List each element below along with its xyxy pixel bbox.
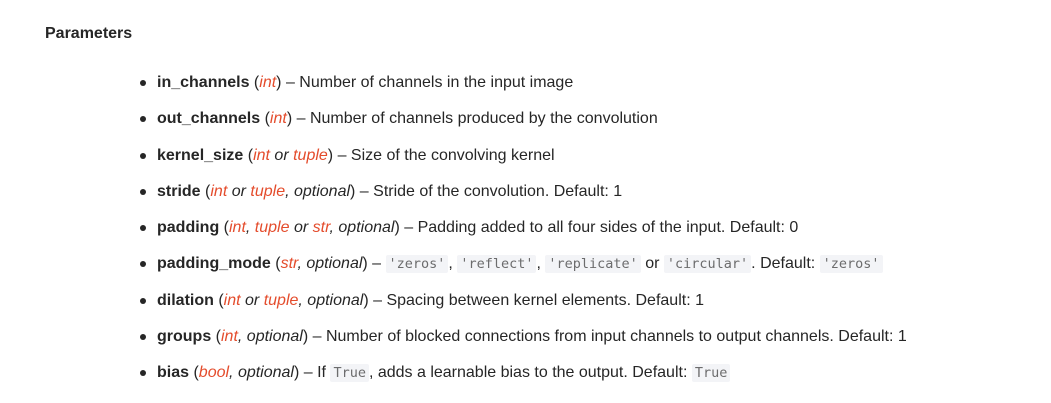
- param-name: out_channels: [157, 110, 261, 128]
- type-link-int[interactable]: int: [223, 291, 241, 309]
- type-close: ): [362, 255, 368, 273]
- type-optional: , optional: [285, 182, 351, 200]
- bullet-icon: [140, 261, 146, 268]
- type-link-int[interactable]: int: [229, 219, 246, 236]
- parameter-list: in_channels (int) – Number of channels i…: [140, 70, 1037, 396]
- type-link-tuple[interactable]: tuple: [293, 146, 328, 164]
- param-name: groups: [157, 327, 212, 345]
- param-name: in_channels: [157, 74, 250, 91]
- type-link-int[interactable]: int: [253, 146, 270, 164]
- param-name: stride: [157, 182, 201, 200]
- type-link-bool[interactable]: bool: [198, 364, 230, 381]
- description-prefix: – If: [299, 364, 331, 381]
- bullet-icon: [140, 297, 146, 304]
- param-item-out-channels: out_channels (int) – Number of channels …: [140, 106, 1037, 142]
- param-name: kernel_size: [157, 146, 244, 164]
- text-separator: , adds a learnable bias to the output. D…: [368, 364, 692, 381]
- type-open: (: [200, 182, 211, 200]
- param-name: padding_mode: [157, 255, 271, 273]
- type-close: ): [286, 110, 293, 128]
- type-open: (: [270, 255, 281, 273]
- default-label: . Default:: [751, 255, 820, 273]
- param-item-stride: stride (int or tuple, optional) – Stride…: [140, 179, 1037, 215]
- type-optional: , optional: [237, 327, 303, 345]
- bullet-icon: [140, 80, 146, 86]
- bullet-icon: [140, 370, 146, 376]
- parameters-heading: Parameters: [45, 25, 133, 42]
- type-open: (: [219, 219, 229, 236]
- text-separator: or: [640, 255, 664, 273]
- param-description: – Padding added to all four sides of the…: [399, 219, 799, 236]
- bullet-icon: [140, 152, 146, 159]
- type-open: (: [189, 364, 199, 381]
- text-separator: ,: [448, 255, 458, 273]
- param-name: bias: [157, 364, 190, 381]
- param-item-padding-mode: padding_mode (str, optional) – 'zeros', …: [140, 251, 1037, 287]
- type-link-int[interactable]: int: [269, 110, 287, 128]
- param-description: – Stride of the convolution. Default: 1: [355, 182, 623, 200]
- type-close: ): [327, 146, 334, 164]
- code-literal-replicate: 'replicate': [545, 255, 641, 274]
- description-prefix: –: [367, 255, 386, 273]
- param-description: – Number of blocked connections from inp…: [308, 327, 907, 345]
- param-name: padding: [157, 219, 220, 236]
- param-description: – Number of channels in the input image: [281, 74, 574, 91]
- param-description: – Spacing between kernel elements. Defau…: [368, 291, 704, 309]
- bullet-icon: [140, 116, 146, 123]
- type-close: ): [363, 291, 369, 309]
- type-open: (: [243, 146, 254, 164]
- bullet-icon: [140, 225, 146, 231]
- type-close: ): [293, 364, 300, 381]
- type-link-int[interactable]: int: [221, 327, 238, 345]
- bullet-icon: [140, 333, 146, 340]
- param-item-kernel-size: kernel_size (int or tuple) – Size of the…: [140, 143, 1037, 179]
- type-separator: or: [269, 146, 294, 164]
- code-literal-circular: 'circular': [663, 255, 752, 274]
- type-close: ): [302, 327, 309, 345]
- code-literal-default: True: [691, 364, 731, 382]
- param-item-bias: bias (bool, optional) – If True, adds a …: [140, 360, 1037, 396]
- type-optional: , optional: [298, 291, 364, 309]
- param-description: – Size of the convolving kernel: [333, 146, 555, 164]
- type-link-tuple[interactable]: tuple: [250, 182, 286, 200]
- type-optional: , optional: [229, 364, 294, 381]
- bullet-icon: [140, 188, 146, 195]
- type-open: (: [213, 291, 224, 309]
- type-open: (: [249, 74, 260, 91]
- type-separator: ,: [245, 219, 255, 236]
- type-close: ): [350, 182, 356, 200]
- param-description: – Number of channels produced by the con…: [292, 110, 658, 128]
- type-open: (: [211, 327, 221, 345]
- code-literal-zeros: 'zeros': [385, 255, 449, 274]
- code-literal-default: 'zeros': [819, 255, 883, 274]
- param-item-in-channels: in_channels (int) – Number of channels i…: [140, 70, 1037, 106]
- type-link-int[interactable]: int: [210, 182, 228, 200]
- type-link-str[interactable]: str: [280, 255, 298, 273]
- code-literal-reflect: 'reflect': [457, 255, 537, 274]
- type-link-str[interactable]: str: [312, 219, 330, 236]
- code-literal-true: True: [330, 364, 369, 382]
- type-link-tuple[interactable]: tuple: [254, 219, 290, 236]
- type-separator: or: [240, 291, 264, 309]
- type-link-tuple[interactable]: tuple: [263, 291, 299, 309]
- type-link-int[interactable]: int: [259, 74, 277, 91]
- param-item-padding: padding (int, tuple or str, optional) – …: [140, 215, 1037, 251]
- param-item-groups: groups (int, optional) – Number of block…: [140, 324, 1037, 360]
- type-close: ): [276, 74, 282, 91]
- text-separator: ,: [536, 255, 546, 273]
- type-optional: , optional: [329, 219, 395, 236]
- type-open: (: [260, 110, 270, 128]
- type-separator: or: [289, 219, 313, 236]
- type-separator: or: [227, 182, 251, 200]
- type-optional: , optional: [297, 255, 363, 273]
- param-item-dilation: dilation (int or tuple, optional) – Spac…: [140, 288, 1037, 324]
- param-name: dilation: [157, 291, 214, 309]
- type-close: ): [394, 219, 400, 236]
